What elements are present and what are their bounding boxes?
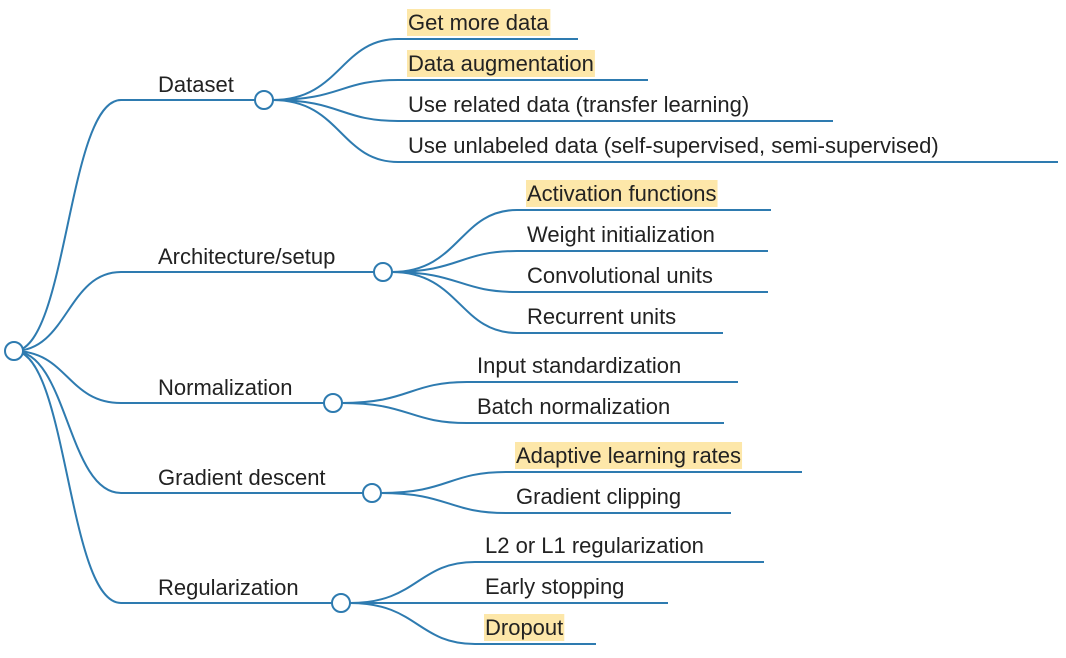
- item-label-get-more-data-highlight: [407, 9, 551, 36]
- item-label-activation-functions-group: Activation functions: [526, 180, 718, 207]
- item-label-input-standardization-group: Input standardization: [477, 353, 681, 378]
- item-label-convolutional-units[interactable]: Convolutional units: [527, 263, 713, 288]
- item-label-recurrent-units-group: Recurrent units: [527, 304, 676, 329]
- edge-dataset-use-related-data-transfer-learning: [272, 99, 399, 122]
- edge-architecture-setup-recurrent-units: [391, 271, 518, 334]
- edge-regularization-l2-or-l1-regularization: [349, 561, 476, 604]
- category-node-gradient-descent[interactable]: [362, 483, 382, 503]
- category-label-architecture-setup[interactable]: Architecture/setup: [158, 244, 335, 269]
- item-label-data-augmentation-highlight: [407, 50, 595, 77]
- item-label-recurrent-units[interactable]: Recurrent units: [527, 304, 676, 329]
- category-label-gradient-descent-group: Gradient descent: [158, 465, 326, 490]
- category-label-regularization[interactable]: Regularization: [158, 575, 299, 600]
- category-label-regularization-group: Regularization: [158, 575, 299, 600]
- category-node-normalization[interactable]: [323, 393, 343, 413]
- item-label-early-stopping-group: Early stopping: [485, 574, 624, 599]
- edge-root-normalization: [13, 350, 122, 404]
- item-label-use-unlabeled-data-self-supervised-semi-supervised-group: Use unlabeled data (self-supervised, sem…: [408, 133, 939, 158]
- edge-root-architecture-setup: [13, 271, 122, 352]
- edge-architecture-setup-activation-functions: [391, 209, 518, 273]
- item-label-dropout-highlight: [484, 614, 565, 641]
- category-label-dataset-group: Dataset: [158, 72, 234, 97]
- item-label-convolutional-units-group: Convolutional units: [527, 263, 713, 288]
- item-label-dropout[interactable]: Dropout: [485, 615, 563, 640]
- edge-normalization-input-standardization: [341, 381, 468, 404]
- item-label-l2-or-l1-regularization[interactable]: L2 or L1 regularization: [485, 533, 704, 558]
- edge-root-regularization: [13, 350, 122, 604]
- item-label-use-related-data-transfer-learning-group: Use related data (transfer learning): [408, 92, 749, 117]
- edge-dataset-get-more-data: [272, 38, 399, 101]
- item-label-input-standardization[interactable]: Input standardization: [477, 353, 681, 378]
- edge-root-dataset: [13, 99, 122, 352]
- category-node-architecture-setup[interactable]: [373, 262, 393, 282]
- item-label-data-augmentation[interactable]: Data augmentation: [408, 51, 594, 76]
- item-label-adaptive-learning-rates[interactable]: Adaptive learning rates: [516, 443, 741, 468]
- item-label-use-unlabeled-data-self-supervised-semi-supervised[interactable]: Use unlabeled data (self-supervised, sem…: [408, 133, 939, 158]
- category-node-dataset[interactable]: [254, 90, 274, 110]
- item-label-adaptive-learning-rates-highlight: [515, 442, 743, 469]
- edge-regularization-dropout: [349, 602, 476, 645]
- category-label-dataset[interactable]: Dataset: [158, 72, 234, 97]
- item-label-use-related-data-transfer-learning[interactable]: Use related data (transfer learning): [408, 92, 749, 117]
- root-node[interactable]: [4, 341, 24, 361]
- item-label-l2-or-l1-regularization-group: L2 or L1 regularization: [485, 533, 704, 558]
- item-label-data-augmentation-group: Data augmentation: [407, 50, 595, 77]
- item-label-gradient-clipping-group: Gradient clipping: [516, 484, 681, 509]
- edge-dataset-data-augmentation: [272, 79, 399, 101]
- edge-gradient-descent-gradient-clipping: [380, 492, 507, 514]
- item-label-weight-initialization-group: Weight initialization: [527, 222, 715, 247]
- item-label-early-stopping[interactable]: Early stopping: [485, 574, 624, 599]
- edge-architecture-setup-weight-initialization: [391, 250, 518, 273]
- edges-layer: [13, 38, 1058, 645]
- item-label-activation-functions[interactable]: Activation functions: [527, 181, 717, 206]
- item-label-activation-functions-highlight: [526, 180, 718, 207]
- category-node-regularization[interactable]: [331, 593, 351, 613]
- edge-dataset-use-unlabeled-data-self-supervised-semi-supervised: [272, 99, 399, 163]
- item-label-get-more-data[interactable]: Get more data: [408, 10, 549, 35]
- item-label-get-more-data-group: Get more data: [407, 9, 551, 36]
- item-label-gradient-clipping[interactable]: Gradient clipping: [516, 484, 681, 509]
- item-label-batch-normalization[interactable]: Batch normalization: [477, 394, 670, 419]
- item-label-adaptive-learning-rates-group: Adaptive learning rates: [515, 442, 743, 469]
- category-label-normalization-group: Normalization: [158, 375, 293, 400]
- edge-normalization-batch-normalization: [341, 402, 468, 424]
- item-label-weight-initialization[interactable]: Weight initialization: [527, 222, 715, 247]
- edge-gradient-descent-adaptive-learning-rates: [380, 471, 507, 494]
- category-label-normalization[interactable]: Normalization: [158, 375, 293, 400]
- item-label-dropout-group: Dropout: [484, 614, 565, 641]
- category-label-architecture-setup-group: Architecture/setup: [158, 244, 335, 269]
- item-label-batch-normalization-group: Batch normalization: [477, 394, 670, 419]
- edge-root-gradient-descent: [13, 350, 122, 494]
- edge-architecture-setup-convolutional-units: [391, 271, 518, 293]
- category-label-gradient-descent[interactable]: Gradient descent: [158, 465, 326, 490]
